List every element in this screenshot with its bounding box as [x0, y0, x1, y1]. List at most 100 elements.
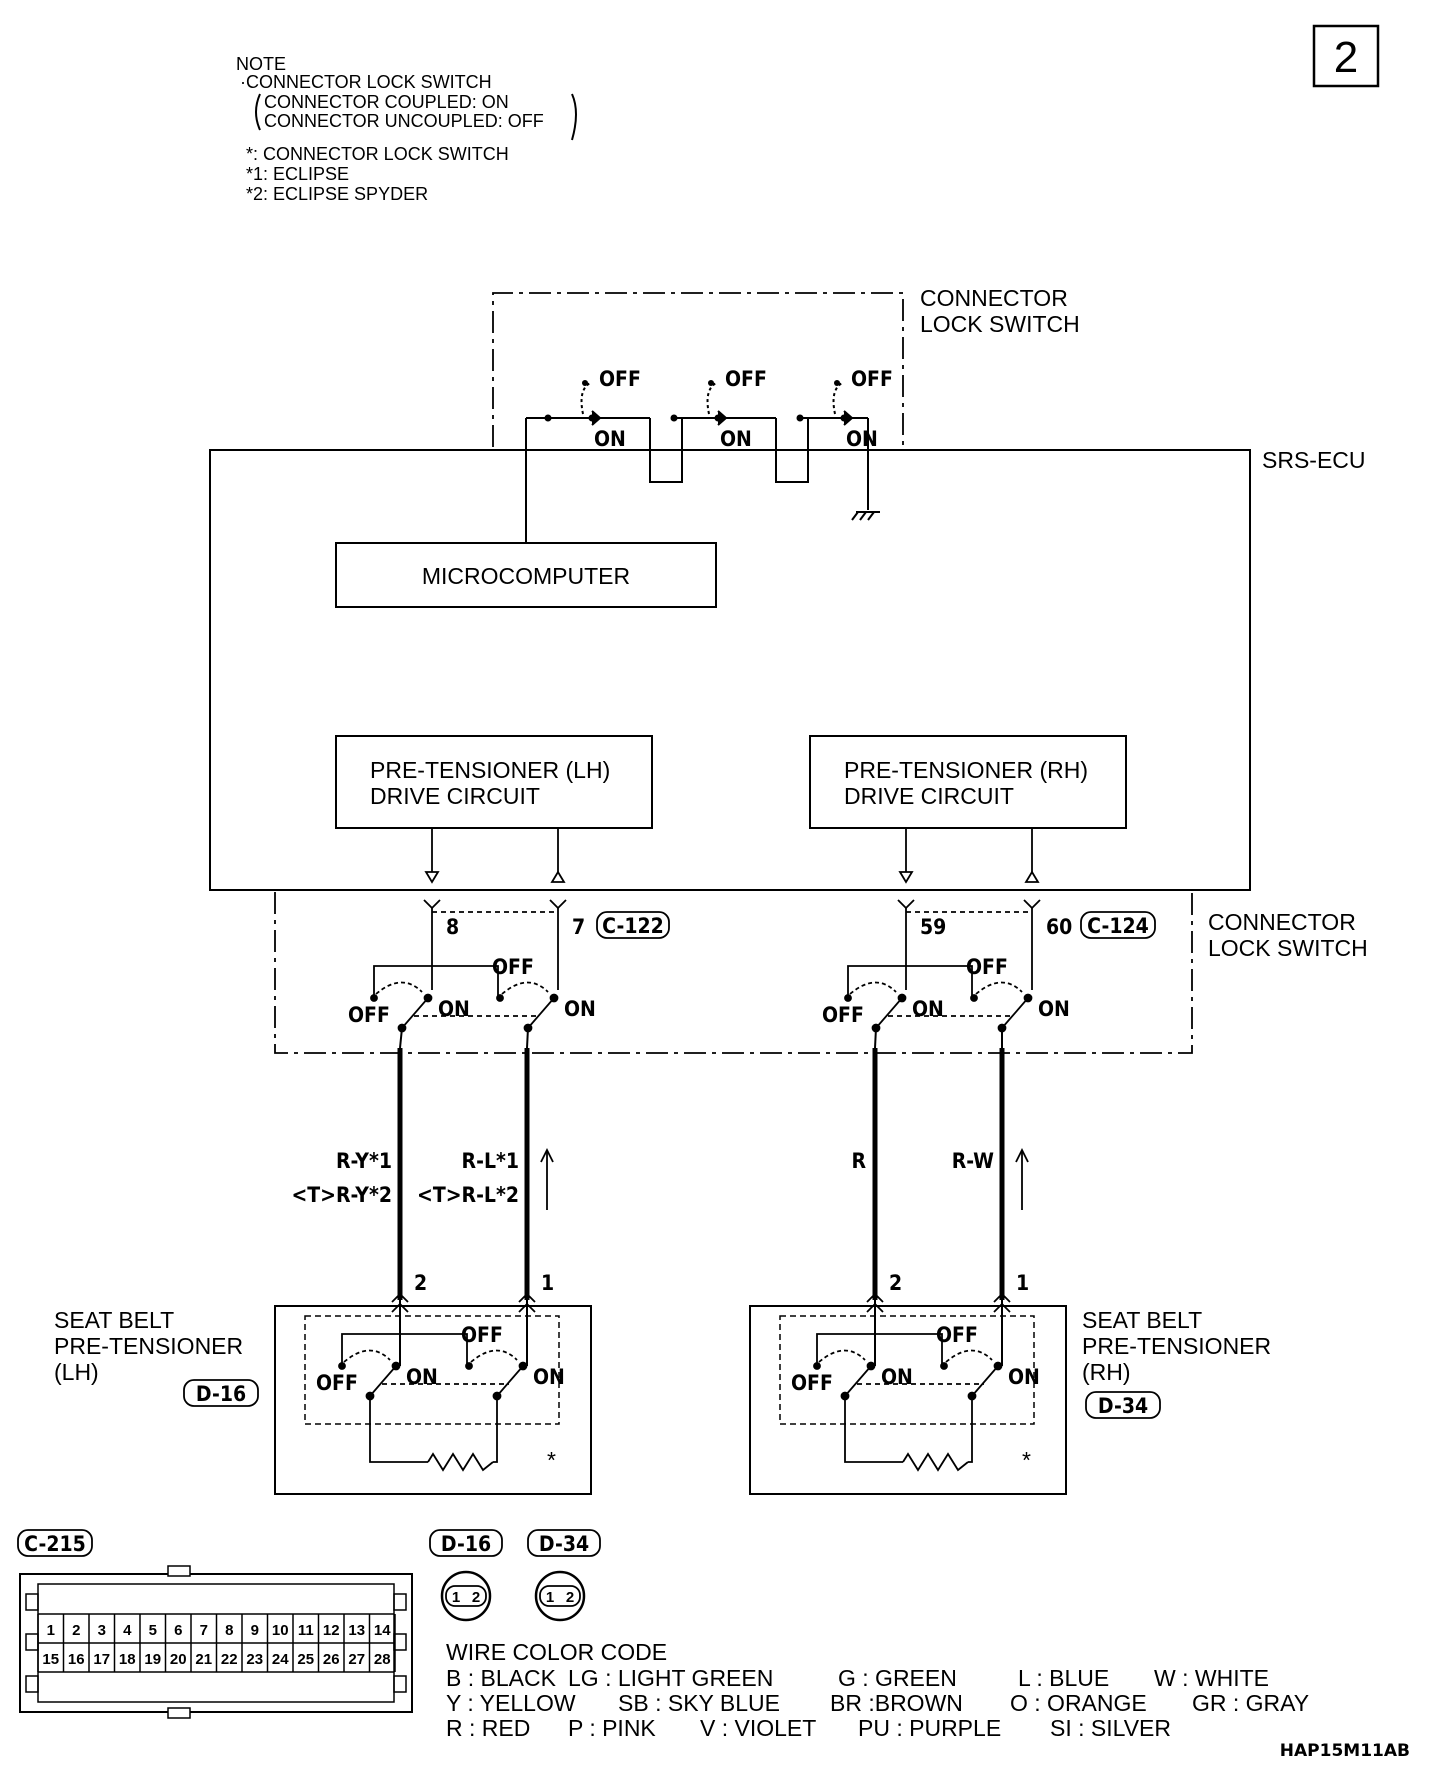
- switch1-off-label: OFF: [599, 367, 641, 391]
- lh-drive-label2: DRIVE CIRCUIT: [370, 783, 540, 809]
- pret-lh-label3: (LH): [54, 1359, 99, 1385]
- pretensioner-outer-box: [749, 1305, 1067, 1495]
- wire-color-row2-3: O : ORANGE: [1010, 1690, 1147, 1716]
- pret-on-left: ON: [406, 1365, 438, 1389]
- mid-lh-on-left: ON: [438, 997, 470, 1021]
- rh-drive-label1: PRE-TENSIONER (RH): [844, 757, 1088, 783]
- wire-labels: R-Y*1 <T>R-Y*2 R-L*1 <T>R-L*2 R R-W: [291, 1149, 994, 1207]
- pin-7-label: 7: [572, 915, 585, 939]
- pretensioner-lock-switch-box: [779, 1315, 1035, 1425]
- pretensioner-rh-labels: SEAT BELT PRE-TENSIONER (RH) D-34: [1082, 1307, 1271, 1419]
- mid-lh-switch-pair: [370, 965, 559, 1033]
- c215-pin-23: 23: [246, 1651, 263, 1668]
- top-switch-labels: OFF ON OFF ON OFF ON: [594, 367, 893, 451]
- harness-wires: [397, 1048, 1005, 1300]
- wire-color-row1-3: L : BLUE: [1018, 1665, 1109, 1691]
- wire-color-row2-2: BR :BROWN: [830, 1690, 963, 1716]
- c215-pin-16: 16: [68, 1651, 85, 1668]
- note-star1: *1: ECLIPSE: [246, 164, 349, 184]
- current-arrows: [540, 1147, 1029, 1210]
- wire-color-row3-3: PU : PURPLE: [858, 1715, 1001, 1741]
- rh-drive-label2: DRIVE CIRCUIT: [844, 783, 1014, 809]
- top-lock-switch-label1: CONNECTOR: [920, 285, 1068, 311]
- wire-color-row1-2: G : GREEN: [838, 1665, 957, 1691]
- lh-drive-circuit-box: PRE-TENSIONER (LH) DRIVE CIRCUIT: [335, 735, 653, 829]
- c215-pin-3: 3: [98, 1622, 106, 1639]
- pret-off-left: OFF: [316, 1371, 358, 1395]
- c124-label: C-124: [1087, 914, 1149, 938]
- note-line3: CONNECTOR UNCOUPLED: OFF: [264, 111, 544, 131]
- mid-rh-off-right: OFF: [966, 955, 1008, 979]
- pret-off-left: OFF: [791, 1371, 833, 1395]
- wire-color-row2-0: Y : YELLOW: [446, 1690, 576, 1716]
- wire-rh-a-label: R: [851, 1149, 866, 1173]
- pret-switch-pair: [338, 1333, 528, 1401]
- wire-color-row3-2: V : VIOLET: [700, 1715, 816, 1741]
- d34-label: D-34: [539, 1532, 589, 1556]
- c215-pin-17: 17: [93, 1651, 110, 1668]
- switch-to-wire: [874, 1027, 877, 1049]
- pretensioner-pin-labels: 2 1 2 1: [414, 1271, 1029, 1295]
- note-line2: CONNECTOR COUPLED: ON: [264, 92, 509, 112]
- wire-color-row2-4: GR : GRAY: [1192, 1690, 1309, 1716]
- wire-color-row3-4: SI : SILVER: [1050, 1715, 1171, 1741]
- page-number: 2: [1334, 33, 1358, 82]
- pret-lh-connector: D-16: [196, 1382, 246, 1406]
- c215-pin-5: 5: [149, 1622, 157, 1639]
- c215-pin-18: 18: [119, 1651, 136, 1668]
- wire-lh-b-label2: <T>R-L*2: [417, 1183, 519, 1207]
- switch-to-wire: [526, 1027, 529, 1049]
- top-switch-dots: [544, 380, 848, 422]
- figure-code: HAP15M11AB: [1280, 1741, 1410, 1761]
- squib-resistor: [427, 1452, 494, 1472]
- rh-drive-circuit-box: PRE-TENSIONER (RH) DRIVE CIRCUIT: [809, 735, 1127, 829]
- note-title: NOTE: [236, 54, 286, 74]
- c215-pin-13: 13: [348, 1622, 365, 1639]
- mid-lock-switch-box: CONNECTOR LOCK SWITCH: [274, 892, 1368, 1054]
- pin-60-label: 60: [1046, 915, 1072, 939]
- wire-color-row1-4: W : WHITE: [1154, 1665, 1269, 1691]
- pret-on-right: ON: [533, 1365, 565, 1389]
- note-line1: ·CONNECTOR LOCK SWITCH: [240, 72, 492, 92]
- mid-rh-switch-pair: [844, 965, 1033, 1033]
- mid-lh-on-right: ON: [564, 997, 596, 1021]
- c215-pin-9: 9: [251, 1622, 259, 1639]
- d34-pin2: 2: [566, 1589, 574, 1606]
- mid-lh-switch-2: [496, 981, 559, 1033]
- mid-lock-switch-label2: LOCK SWITCH: [1208, 935, 1368, 961]
- d16-label: D-16: [441, 1532, 491, 1556]
- mid-rh-on-right: ON: [1038, 997, 1070, 1021]
- c215-pin-4: 4: [123, 1622, 132, 1639]
- switch3-on-label: ON: [846, 427, 878, 451]
- pretensioner-lh-labels: SEAT BELT PRE-TENSIONER (LH) D-16: [54, 1307, 259, 1407]
- switch1-on-label: ON: [594, 427, 626, 451]
- pret-off-right: OFF: [461, 1323, 503, 1347]
- drive-output-lines: [424, 828, 1040, 884]
- pret-on-left: ON: [881, 1365, 913, 1389]
- wire-color-row1-0: B : BLACK: [446, 1665, 557, 1691]
- c215-pin-26: 26: [323, 1651, 340, 1668]
- page-number-box: 2: [1312, 24, 1380, 88]
- switch3-off-label: OFF: [851, 367, 893, 391]
- terminal-labels: 8 7 C-122 59 60 C-124: [446, 911, 1156, 939]
- c215-pin-14: 14: [374, 1622, 391, 1639]
- c215-pin-2: 2: [72, 1622, 80, 1639]
- d16-pin1: 1: [452, 1589, 460, 1606]
- note-block: NOTE ·CONNECTOR LOCK SWITCH CONNECTOR CO…: [236, 54, 577, 204]
- rh-pin1-label: 1: [1016, 1271, 1029, 1295]
- pret-on-right: ON: [1008, 1365, 1040, 1389]
- c215-pin-20: 20: [170, 1651, 187, 1668]
- pret-rh-connector: D-34: [1098, 1394, 1148, 1418]
- wire-color-row3-0: R : RED: [446, 1715, 530, 1741]
- c215-pin-10: 10: [272, 1622, 289, 1639]
- pret-lh-label2: PRE-TENSIONER: [54, 1333, 243, 1359]
- pret-rh-label2: PRE-TENSIONER: [1082, 1333, 1271, 1359]
- note-star: *: CONNECTOR LOCK SWITCH: [246, 144, 509, 164]
- mid-lock-switch-label1: CONNECTOR: [1208, 909, 1356, 935]
